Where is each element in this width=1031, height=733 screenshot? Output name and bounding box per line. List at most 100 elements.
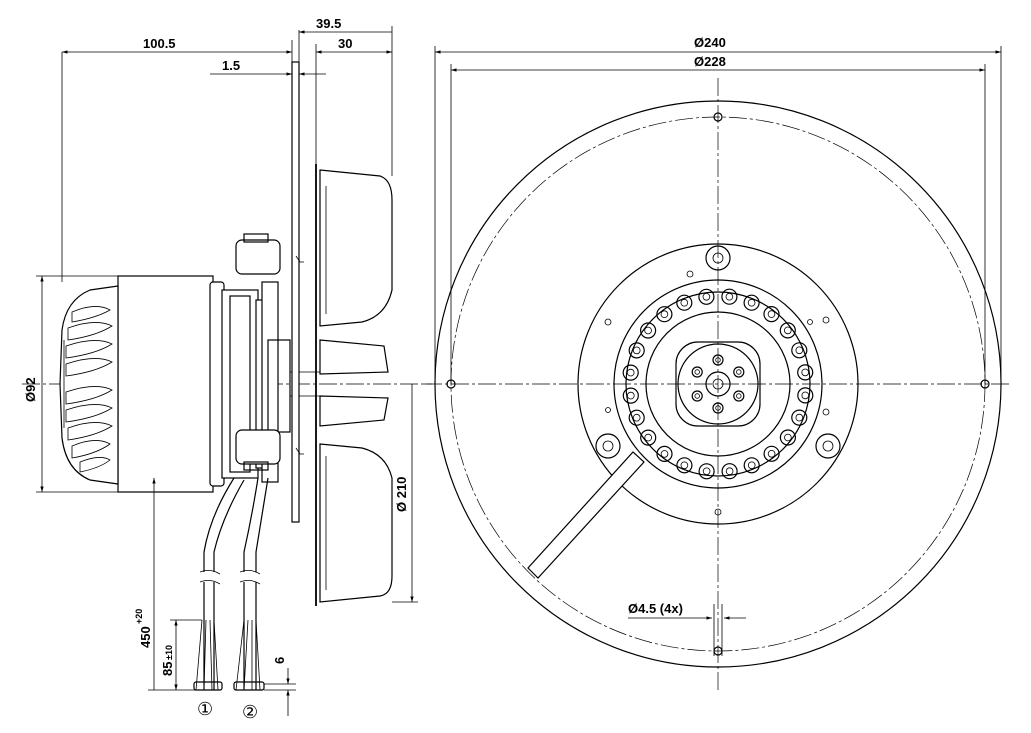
dim-diameter-92: Ø92 (23, 377, 38, 402)
rotor-bolt (640, 429, 657, 446)
hub-bolt-center (715, 405, 721, 411)
dim-strip-length-85: 85 (160, 662, 175, 676)
dim-diameter-210: Ø 210 (394, 477, 409, 512)
motor-rear-cap (59, 285, 119, 485)
rotor-bolt (779, 322, 796, 339)
rotor-bolt-center (784, 433, 792, 442)
hub-bolt (712, 402, 724, 414)
side-labels: 100.5 1.5 39.5 30 Ø92 Ø 210 450 +20 85 ±… (23, 16, 409, 723)
rotor-bolt-center (783, 326, 792, 335)
dim-diameter-228: Ø228 (694, 54, 726, 69)
rotor-bolt (698, 463, 715, 480)
hub-plate (675, 341, 761, 427)
mounting-plate (291, 61, 304, 523)
hub-bolts (691, 354, 745, 414)
front-dimensions (434, 46, 1002, 656)
rotor-bolt-center (632, 413, 641, 422)
rotor-bolt-center (626, 368, 635, 377)
rotor-bolts (622, 288, 814, 480)
rotor-bolt-center (702, 292, 711, 301)
rotor-bolt (791, 409, 808, 426)
hub-bolt-center (694, 369, 700, 375)
rotor-bolt-center (660, 450, 669, 458)
rotor-bolt-center (725, 467, 734, 476)
hub-bolt (733, 390, 745, 402)
rotor-bolt (763, 306, 780, 323)
rotor-bolt-center (702, 467, 711, 476)
hub-bolt (733, 366, 745, 378)
rotor-bolt (743, 294, 760, 311)
cable-callout-2: ② (242, 702, 258, 723)
rotor-bolt (698, 288, 715, 305)
front-labels: Ø240 Ø228 Ø4.5 (4x) (628, 35, 726, 616)
rotor-bolt-center (680, 461, 689, 470)
rotor-bolt (791, 342, 808, 359)
dim-1-5: 1.5 (222, 58, 240, 73)
rotor-bolt-center (801, 368, 809, 377)
hub-bolt-center (694, 393, 700, 399)
hub-bolt-center (736, 393, 742, 399)
cooling-fins (65, 306, 113, 473)
hub-bolt-center (736, 369, 742, 375)
rotor-bolt (779, 429, 797, 446)
rotor-bolt (763, 445, 780, 462)
impeller (315, 164, 393, 606)
rotor-bolt-ring (625, 291, 811, 477)
side-dimensions (36, 26, 418, 716)
dim-hole-diameter: Ø4.5 (4x) (628, 601, 683, 616)
dim-39-5: 39.5 (316, 16, 341, 31)
dim-cable-length-450: 450 (138, 626, 153, 648)
rotor-bolt (622, 364, 639, 381)
rotor-bolt (628, 409, 645, 426)
cables (193, 477, 269, 691)
rotor-bolt (656, 445, 673, 462)
front-view: Ø240 Ø228 Ø4.5 (4x) (424, 35, 1012, 692)
rotor-bolt (797, 364, 814, 381)
flange-screws (595, 245, 841, 459)
rotor-bolt (676, 294, 693, 311)
side-view: 100.5 1.5 39.5 30 Ø92 Ø 210 450 +20 85 ±… (22, 16, 432, 723)
rotor-bolt (721, 288, 738, 305)
rotor-bolt-center (644, 326, 652, 335)
rotor-bolt (639, 322, 657, 339)
dim-diameter-240: Ø240 (694, 35, 726, 50)
rotor-bolt-center (660, 310, 669, 319)
rotor-bolt-center (795, 413, 804, 422)
rotor-bolt-center (644, 433, 652, 442)
rotor-bolt-center (626, 391, 635, 400)
wire-ends-1 (193, 619, 223, 691)
hub-bolt (712, 354, 724, 366)
shaft-center (712, 378, 724, 390)
hub-bolt (691, 366, 703, 378)
dim-100-5: 100.5 (143, 36, 176, 51)
rotor-inner-ring (645, 311, 791, 457)
flange-small-holes (604, 270, 830, 516)
rotor-bolt (797, 387, 814, 404)
rotor-bolt-center (632, 346, 641, 355)
cable-callout-1: ① (197, 699, 213, 720)
rotor-bolt-center (801, 391, 810, 400)
hub-bolt (691, 390, 703, 402)
rotor-bolt (656, 306, 673, 323)
rotor-bolt-center (747, 461, 756, 470)
cable-glands (235, 233, 281, 471)
rotor-bolt (721, 463, 738, 480)
dim-6: 6 (272, 657, 287, 664)
rotor-bolt-center (680, 298, 689, 307)
rotor-outer-ring (613, 279, 823, 489)
rotor-bolt (622, 387, 639, 404)
dim-30: 30 (338, 36, 352, 51)
dim-strip-length-85-tolerance: ±10 (164, 645, 174, 660)
rotor-bolt-center (795, 346, 804, 355)
shaft (705, 371, 731, 397)
rotor-bolt-center (747, 298, 756, 307)
wire-ends-2 (233, 619, 265, 691)
motor-body (117, 275, 320, 493)
cable-exit-arm (527, 451, 645, 579)
motor-flange (577, 243, 859, 525)
hub-bolt-center (715, 357, 721, 363)
hub-outer (677, 343, 759, 425)
rotor-bolt-center (725, 292, 734, 301)
rotor-bolt (743, 457, 760, 474)
